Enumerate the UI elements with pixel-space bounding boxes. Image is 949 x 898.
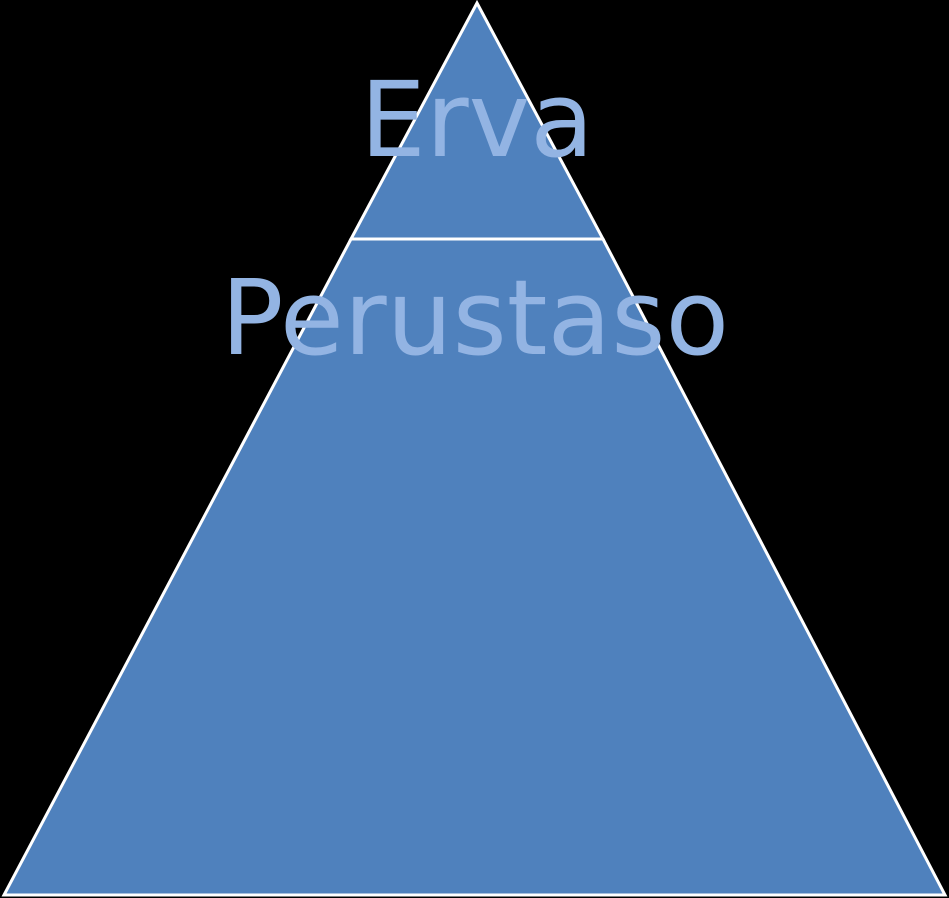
pyramid-level-bottom-label: Perustaso bbox=[221, 257, 729, 379]
pyramid-level-top-label: Erva bbox=[360, 59, 594, 181]
pyramid-level-bottom bbox=[1, 237, 948, 897]
